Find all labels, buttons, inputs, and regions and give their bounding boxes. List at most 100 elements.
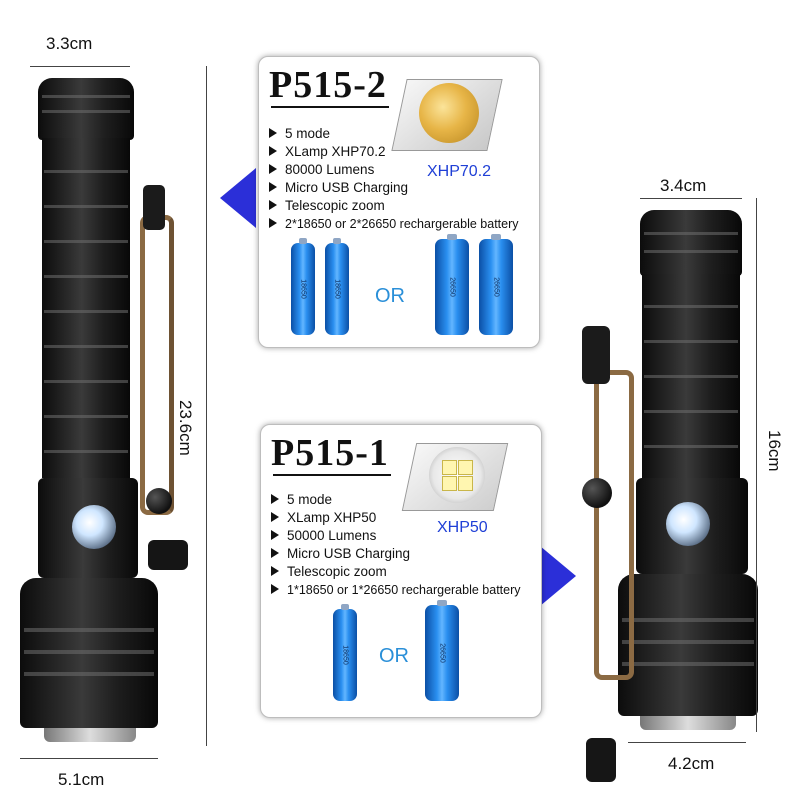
bullet-triangle-icon [269,182,277,192]
led-die [442,460,457,475]
left-power-switch [72,505,116,549]
left-bottom-width-label: 5.1cm [58,770,105,789]
bullet-triangle-icon [271,530,279,540]
feature-item: 5 mode [271,491,332,509]
battery-26650-icon: 26650 [435,234,469,335]
bottom-card-pointer [540,546,576,606]
right-tube-groove [644,445,738,448]
left-tailcap-groove [42,95,130,98]
led-chip-xhp50-icon [429,447,485,503]
left-bottom-width-line [20,758,158,759]
feature-item: XLamp XHP70.2 [269,143,386,161]
left-lanyard-bead [146,488,172,514]
feature-item: 50000 Lumens [271,527,376,545]
left-tailcap [38,78,134,140]
left-tube-groove [44,380,128,383]
bullet-triangle-icon [271,566,279,576]
left-height-label: 23.6cm [176,400,195,456]
right-tube-groove [644,410,738,413]
left-lanyard-clip [143,185,165,230]
or-label: OR [379,645,409,667]
left-lanyard-stopper [148,540,188,570]
left-battery-tube [42,138,130,478]
led-chip-xhp70-icon [419,83,479,143]
or-label: OR [375,285,405,307]
right-tube-groove [644,305,738,308]
chip-name: XHP50 [437,519,488,536]
bullet-triangle-icon [269,146,277,156]
left-top-width-line [30,66,130,67]
battery-18650-icon: 18650 [333,604,357,701]
right-head-fin [622,662,754,666]
right-bottom-width-label: 4.2cm [668,754,715,773]
feature-item: XLamp XHP50 [271,509,376,527]
bullet-triangle-icon [269,164,277,174]
left-tube-groove [44,450,128,453]
right-head-fin [622,618,754,622]
left-tailcap-groove [42,110,130,113]
bullet-triangle-icon [271,584,279,594]
led-die [458,460,473,475]
model-title-underline [273,474,391,476]
left-head-fin [24,628,154,632]
battery-26650-icon: 26650 [479,234,513,335]
battery-18650-icon: 18650 [325,238,349,335]
right-lanyard-bead [582,478,612,508]
right-top-width-line [640,198,742,199]
bullet-triangle-icon [269,128,277,138]
bullet-triangle-icon [271,548,279,558]
bullet-triangle-icon [271,512,279,522]
left-tube-groove [44,310,128,313]
battery-26650-icon: 26650 [425,600,459,701]
model-title-underline [271,106,389,108]
right-tailcap-groove [644,232,738,235]
right-lanyard [594,370,634,680]
feature-item: 5 mode [269,125,330,143]
model-title: P515-2 [269,64,387,106]
right-top-width-label: 3.4cm [660,176,707,195]
right-tube-groove [644,375,738,378]
led-die [442,476,457,491]
bullet-triangle-icon [269,200,277,210]
right-tailcap-groove [644,250,738,253]
right-tube-groove [644,340,738,343]
feature-item: Telescopic zoom [271,563,387,581]
battery-18650-icon: 18650 [291,238,315,335]
bullet-triangle-icon [271,494,279,504]
model-card-p515-2: P515-2 XHP70.2 5 mode XLamp XHP70.2 8000… [258,56,540,348]
top-card-pointer [220,168,256,228]
feature-item: Micro USB Charging [269,179,408,197]
model-card-p515-1: P515-1 XHP50 5 mode XLamp XHP50 50000 Lu… [260,424,542,718]
left-lanyard [140,215,174,515]
right-head-fin [622,640,754,644]
right-lanyard-stopper [586,738,616,782]
left-top-width-label: 3.3cm [46,34,93,53]
bullet-triangle-icon [269,218,277,228]
left-tube-groove [44,415,128,418]
left-tube-groove [44,275,128,278]
left-tube-groove [44,205,128,208]
feature-item: Telescopic zoom [269,197,385,215]
right-lanyard-clip [582,326,610,384]
left-height-line [206,66,207,746]
feature-item: 80000 Lumens [269,161,374,179]
right-height-line [756,198,757,732]
right-bottom-width-line [628,742,746,743]
left-tube-groove [44,170,128,173]
led-die [458,476,473,491]
right-height-label: 16cm [765,430,784,472]
feature-item: Micro USB Charging [271,545,410,563]
left-lens-bezel [44,728,136,742]
right-power-switch [666,502,710,546]
left-head-fin [24,672,154,676]
left-tube-groove [44,345,128,348]
feature-item: 1*18650 or 1*26650 rechargerable battery [271,581,521,599]
right-head [618,574,758,716]
feature-item: 2*18650 or 2*26650 rechargerable battery [269,215,519,233]
right-tailcap [640,210,742,276]
left-head-fin [24,650,154,654]
left-tube-groove [44,240,128,243]
right-lens-bezel [640,716,736,730]
chip-name: XHP70.2 [427,163,492,180]
model-title: P515-1 [271,432,389,474]
